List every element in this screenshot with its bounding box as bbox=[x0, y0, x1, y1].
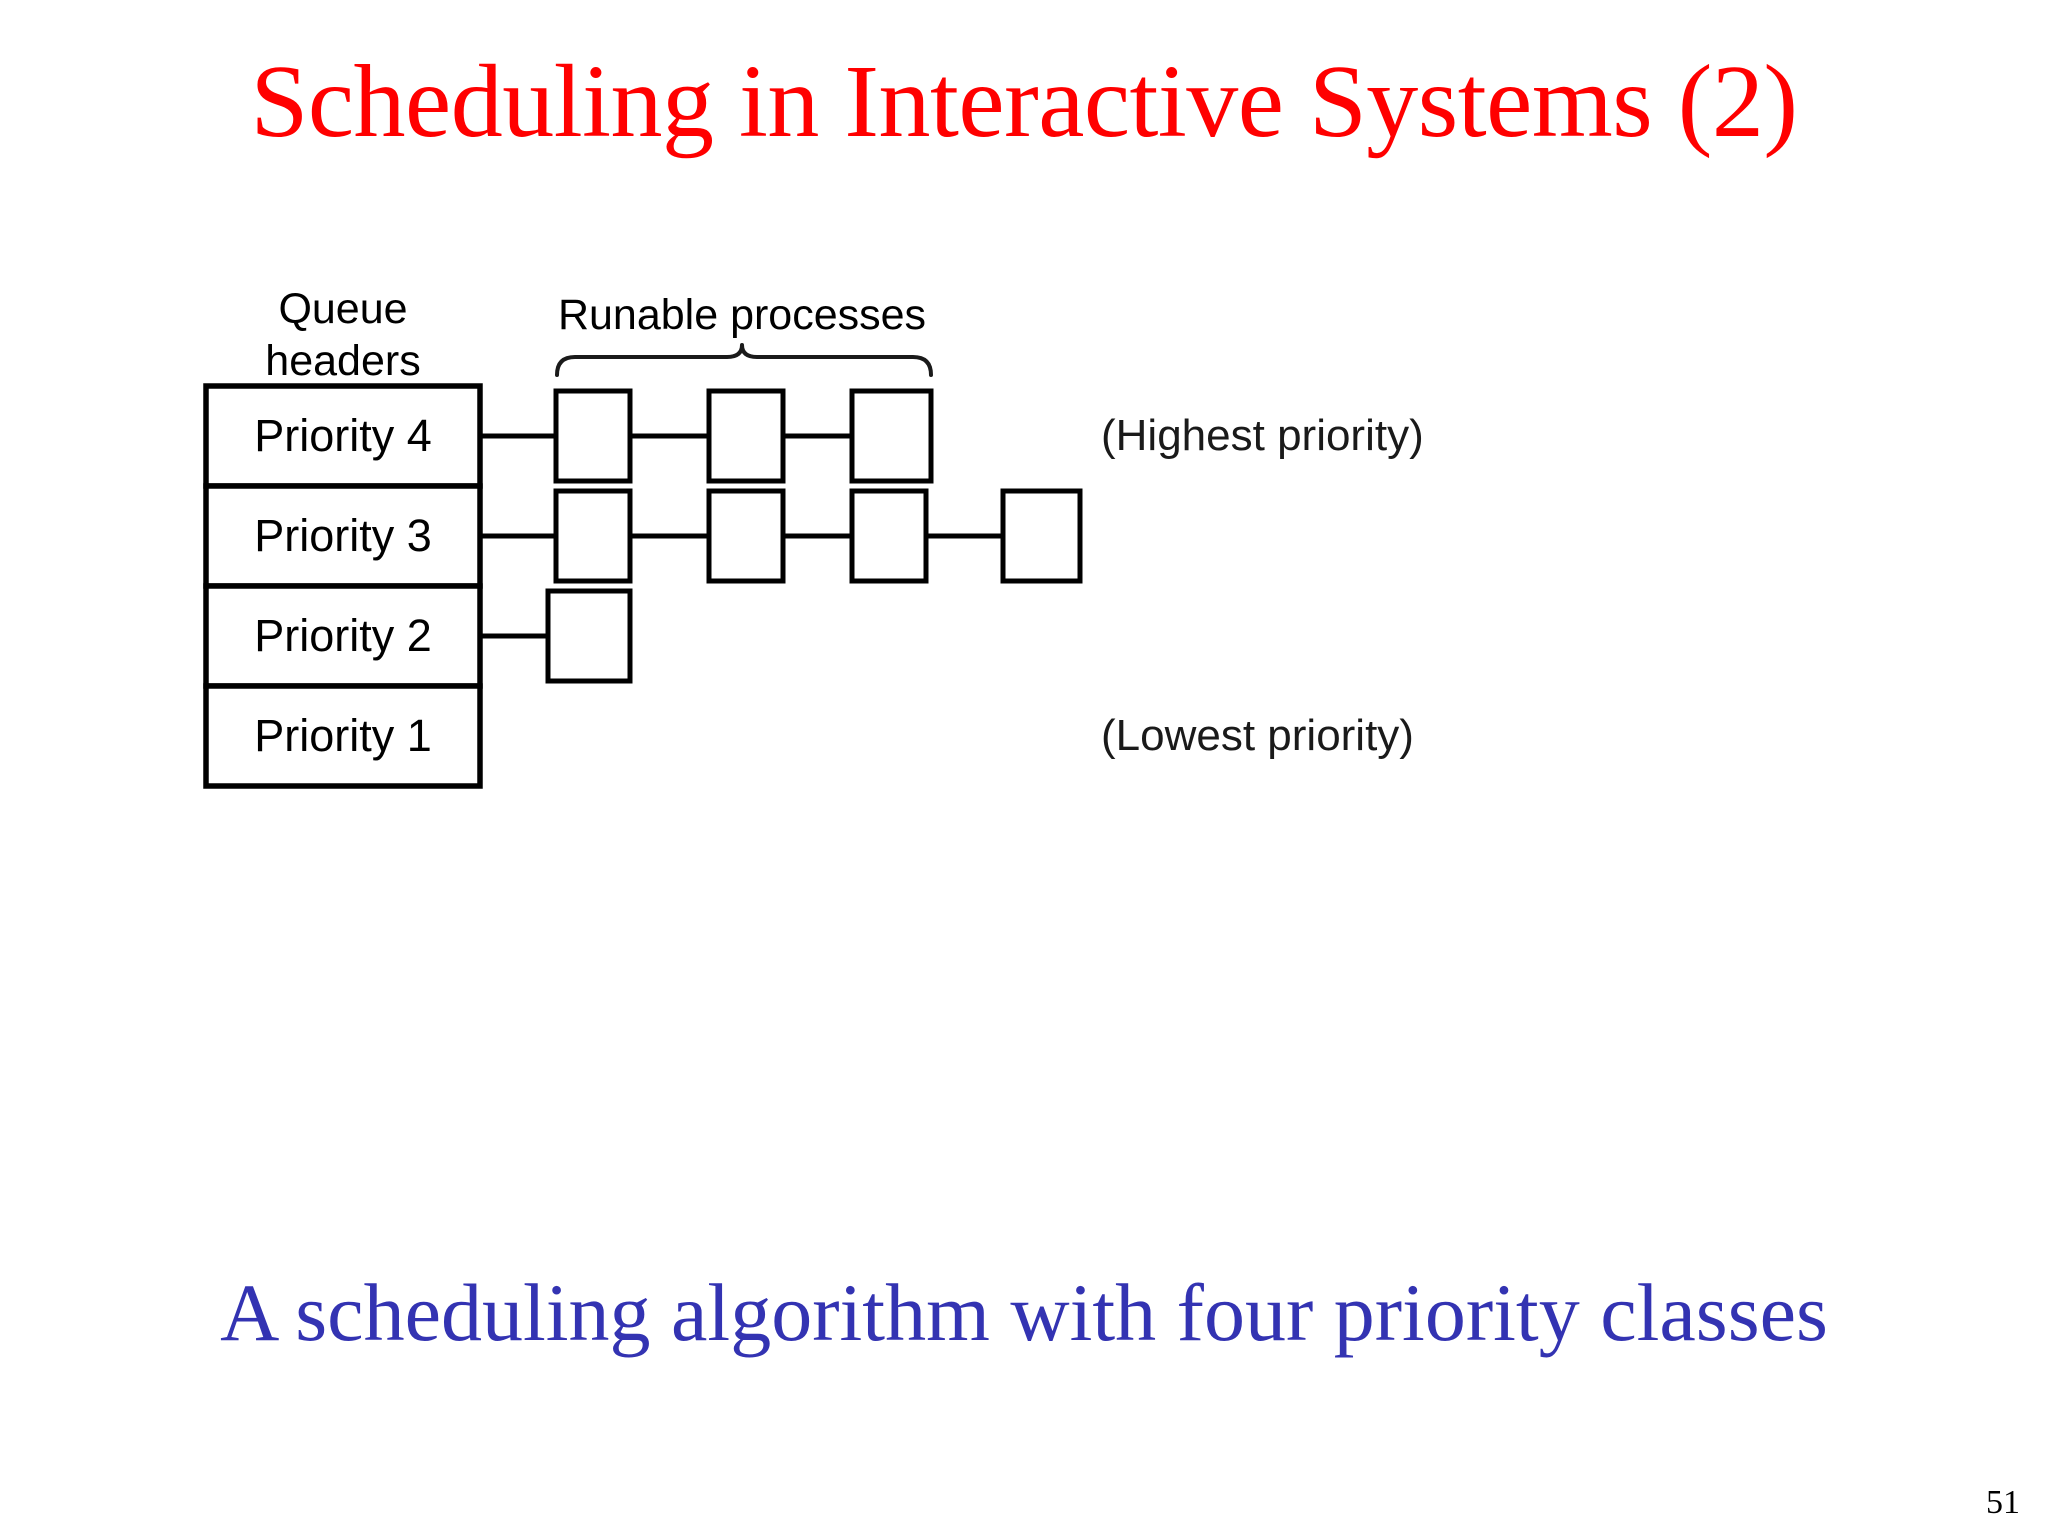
process-box[interactable] bbox=[553, 388, 633, 484]
queue-headers-label-line2: headers bbox=[265, 337, 420, 385]
process-chain-priority-3 bbox=[480, 488, 1083, 584]
process-box[interactable] bbox=[545, 588, 633, 684]
process-box[interactable] bbox=[849, 488, 929, 584]
priority-queue-diagram: Queue headers Runable processes Priority… bbox=[0, 250, 2048, 860]
process-chain-priority-2 bbox=[480, 588, 633, 684]
queue-header-label-priority-4: Priority 4 bbox=[254, 410, 432, 461]
queue-header-label-priority-1: Priority 1 bbox=[254, 710, 432, 761]
queue-header-label-priority-2: Priority 2 bbox=[254, 610, 432, 661]
runable-processes-label: Runable processes bbox=[558, 291, 926, 339]
process-box[interactable] bbox=[849, 388, 934, 484]
lowest-priority-label: (Lowest priority) bbox=[1101, 711, 1414, 760]
queue-header-cell-priority-4[interactable] bbox=[203, 383, 483, 489]
page-number: 51 bbox=[1986, 1484, 2020, 1521]
runable-processes-brace bbox=[555, 343, 933, 377]
process-box[interactable] bbox=[1000, 488, 1083, 584]
queue-header-table: Priority 4 Priority 3 Priority 2 Priorit… bbox=[203, 383, 483, 789]
page-title: Scheduling in Interactive Systems (2) bbox=[250, 44, 1798, 159]
queue-header-cell-priority-1[interactable] bbox=[203, 683, 483, 789]
queue-headers-label-line1: Queue bbox=[278, 285, 407, 333]
process-box[interactable] bbox=[706, 488, 786, 584]
slide-caption: A scheduling algorithm with four priorit… bbox=[220, 1267, 1828, 1358]
queue-header-label-priority-3: Priority 3 bbox=[254, 510, 432, 561]
highest-priority-label: (Highest priority) bbox=[1101, 411, 1424, 460]
process-box[interactable] bbox=[553, 488, 633, 584]
process-box[interactable] bbox=[706, 388, 786, 484]
process-chain-priority-4 bbox=[480, 388, 934, 484]
